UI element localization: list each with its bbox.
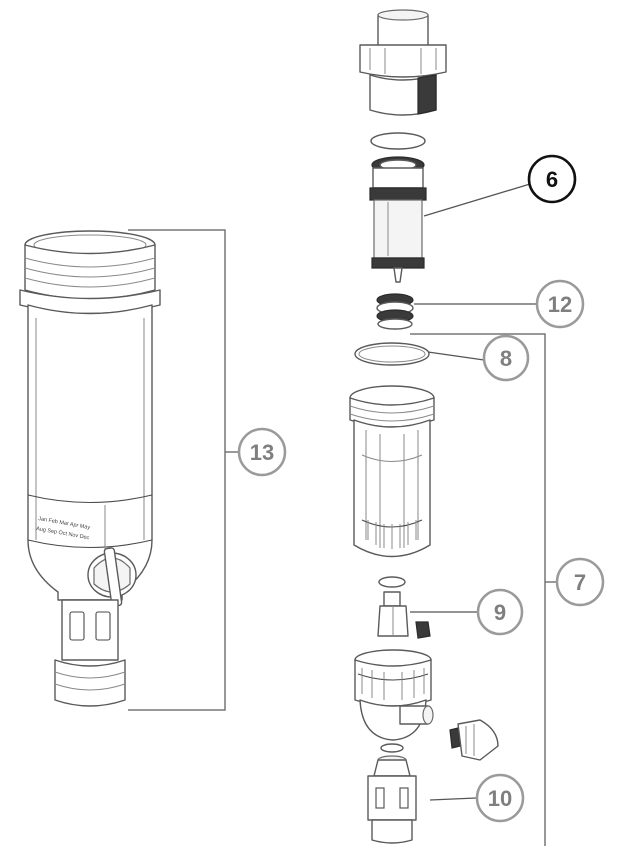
callout-10-label: 10: [488, 786, 512, 811]
callout-9-label: 9: [494, 600, 506, 625]
side-knob-part: [449, 719, 499, 761]
o-ring-bowl: [378, 576, 406, 588]
callout-8-label: 8: [500, 346, 512, 371]
o-ring-valve: [380, 743, 404, 753]
leader-6: [423, 183, 531, 217]
o-ring-part-8: [354, 342, 430, 366]
leader-8: [427, 351, 485, 361]
filter-bowl-part: [349, 385, 435, 558]
bracket-13: [128, 229, 226, 711]
callout-12: 12: [535, 279, 585, 329]
housing-drain-knob: [87, 547, 137, 607]
assembled-filter-housing: Jan Feb Mar Apr May Aug Sep Oct Nov Dec: [19, 230, 161, 707]
callout-12-label: 12: [548, 292, 572, 317]
callout-6: 6: [527, 154, 577, 204]
callout-9: 9: [476, 588, 524, 636]
bracket-7: [410, 333, 546, 846]
callout-13-label: 13: [250, 440, 274, 465]
valve-head-part: [354, 649, 434, 741]
leader-10: [429, 797, 477, 801]
top-cap-part: [359, 9, 447, 116]
callout-8: 8: [482, 334, 530, 382]
o-ring-top: [370, 132, 426, 150]
callout-10: 10: [475, 773, 525, 823]
callout-13: 13: [237, 427, 287, 477]
callout-7: 7: [555, 557, 605, 607]
fitting-part-9: [377, 591, 431, 639]
callout-6-label: 6: [546, 167, 558, 192]
bottom-connector-part-10: [367, 755, 417, 844]
spring-part-12: [376, 293, 414, 330]
filter-cartridge-part-6: [369, 156, 427, 283]
callout-7-label: 7: [574, 570, 586, 595]
